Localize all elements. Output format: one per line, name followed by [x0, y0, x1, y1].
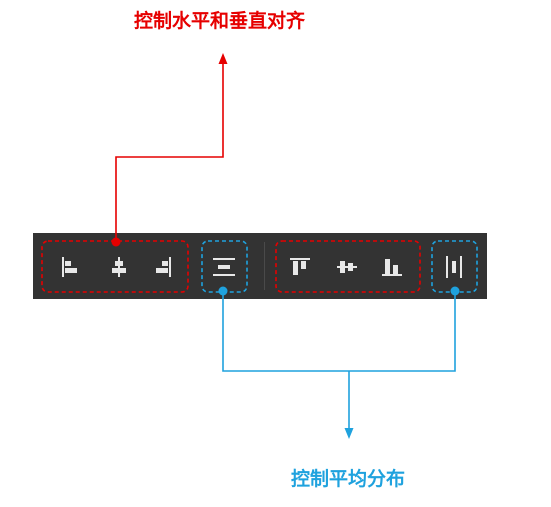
distribute-vertical-button[interactable]	[211, 254, 237, 280]
distribution-connector-line	[222, 291, 456, 372]
distribute-horizontal-group-box	[431, 240, 478, 293]
align-left-icon	[62, 257, 77, 277]
vertical-alignment-group-box	[275, 240, 421, 293]
align-bottom-button[interactable]	[379, 254, 405, 280]
distribution-callout-label: 控制平均分布	[291, 468, 406, 490]
align-bottom-icon	[382, 259, 402, 276]
distribute-horizontal-button[interactable]	[441, 254, 467, 280]
align-horizontal-center-button[interactable]	[106, 254, 132, 280]
align-right-button[interactable]	[150, 254, 176, 280]
align-horizontal-center-icon	[112, 257, 126, 277]
toolbar	[33, 233, 487, 299]
align-vertical-center-icon	[337, 261, 357, 273]
distribute-vertical-group-box	[201, 240, 248, 293]
align-right-icon	[156, 257, 171, 277]
align-vertical-center-button[interactable]	[334, 254, 360, 280]
distribute-horizontal-icon	[446, 256, 462, 278]
alignment-arrow-head	[218, 53, 228, 64]
align-top-icon	[290, 258, 310, 275]
alignment-callout-label: 控制水平和垂直对齐	[134, 10, 306, 32]
alignment-connector-line	[115, 62, 224, 242]
distribution-connector-dot-right	[450, 286, 460, 296]
alignment-connector-dot	[111, 237, 121, 247]
toolbar-separator	[264, 242, 265, 290]
distribution-arrow-head	[344, 428, 354, 439]
horizontal-alignment-group-box	[41, 240, 189, 293]
align-top-button[interactable]	[287, 254, 313, 280]
distribution-connector-dot-left	[218, 286, 228, 296]
align-left-button[interactable]	[57, 254, 83, 280]
distribute-vertical-icon	[213, 258, 235, 276]
